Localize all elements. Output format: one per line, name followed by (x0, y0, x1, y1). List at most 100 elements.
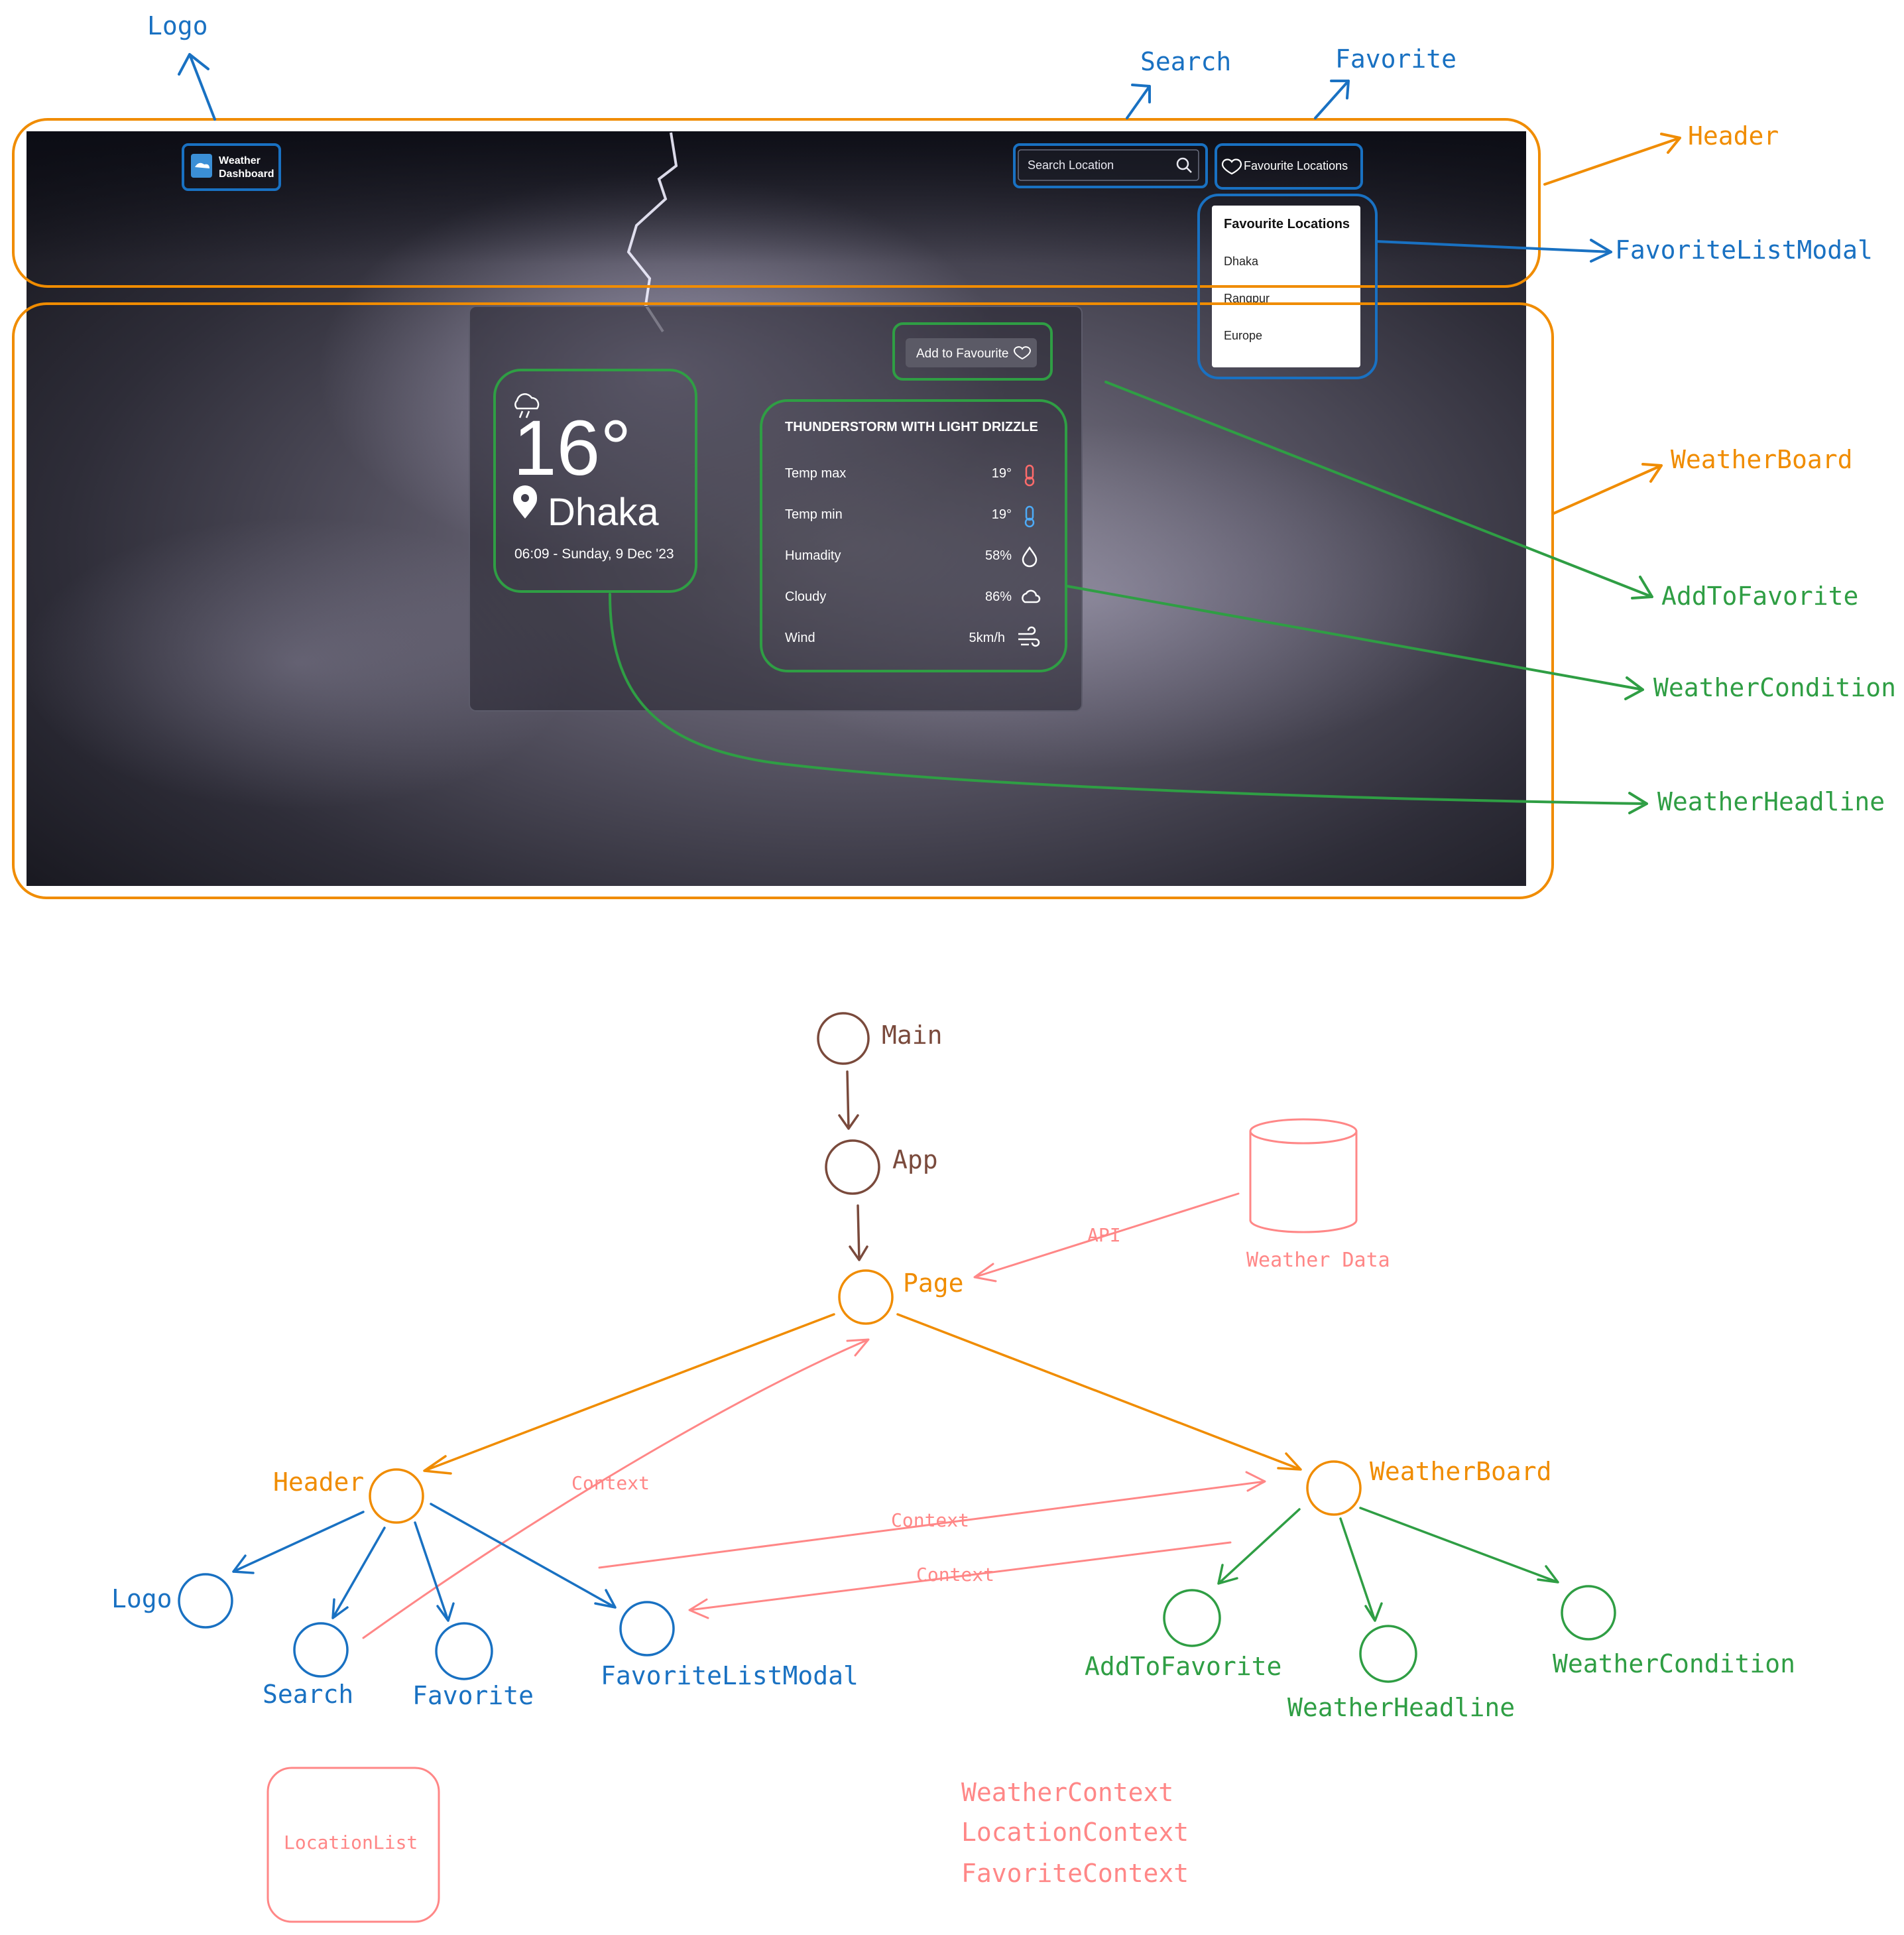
condition-label: Temp min (785, 507, 843, 522)
label-context-1: Context (571, 1472, 650, 1494)
label-weatherboard: WeatherBoard (1370, 1457, 1552, 1486)
location-list-box (267, 1767, 440, 1923)
favourites-item[interactable]: Europe (1224, 329, 1262, 342)
node-favorite-list-modal (619, 1601, 675, 1656)
edge-context-modal-weatherboard (598, 1471, 1266, 1569)
search-input[interactable] (1018, 149, 1199, 181)
weatherboard-arrow (1553, 463, 1663, 515)
component-tree: Main App Page Weather Data API Header We… (111, 1012, 1795, 1923)
favourites-button-label[interactable]: Favourite Locations (1244, 159, 1348, 172)
lightning-bolt (626, 132, 678, 333)
label-favorite: Favorite (412, 1681, 534, 1710)
favourites-item[interactable]: Rangpur (1224, 292, 1270, 305)
favourites-dropdown-title: Favourite Locations (1224, 217, 1350, 231)
thermometer-hot-icon (1025, 464, 1034, 480)
weather-condition-box (760, 399, 1067, 672)
heart-icon (1013, 346, 1032, 360)
header-region-box (12, 118, 1541, 288)
favorite-list-modal-arrow (1375, 239, 1612, 263)
condition-value: 19° (992, 507, 1012, 522)
annotation-weatherboard: WeatherBoard (1671, 445, 1853, 474)
annotation-weather-headline: WeatherHeadline (1657, 787, 1885, 816)
edge-header-modal (430, 1503, 617, 1609)
context-list-item: WeatherContext (961, 1778, 1173, 1807)
label-weather-headline: WeatherHeadline (1287, 1693, 1515, 1722)
context-list-item: FavoriteContext (961, 1859, 1189, 1888)
wind-icon (1018, 626, 1040, 647)
edge-header-logo (232, 1511, 365, 1574)
condition-value: 19° (992, 466, 1012, 481)
search-icon[interactable] (1176, 157, 1189, 170)
thermometer-cold-icon (1025, 505, 1034, 521)
add-to-favourite-button[interactable] (906, 338, 1037, 367)
condition-rows: Temp max 19° Temp min 19° Humadity 58% C… (785, 464, 1041, 647)
weather-icon (525, 410, 530, 418)
node-weatherboard (1306, 1460, 1362, 1516)
annotation-search: Search (1140, 47, 1231, 76)
condition-value: 86% (985, 590, 1012, 604)
label-weather-condition: WeatherCondition (1553, 1649, 1795, 1678)
condition-value: 5km/h (969, 631, 1005, 645)
annotation-weather-condition: WeatherCondition (1653, 673, 1896, 702)
annotation-logo: Logo (147, 11, 208, 40)
label-logo: Logo (111, 1584, 172, 1613)
weather-icon (518, 410, 524, 418)
node-weather-headline (1359, 1625, 1417, 1683)
add-to-favorite-box (892, 322, 1053, 381)
edge-weatherboard-add-to-favorite (1217, 1508, 1301, 1585)
cloud-icon (1022, 590, 1041, 603)
node-favorite (435, 1622, 493, 1680)
logo-arrow (178, 53, 216, 121)
edge-weatherboard-headline (1339, 1517, 1383, 1622)
label-api: API (1087, 1224, 1121, 1246)
add-to-favourite-label: Add to Favourite (916, 347, 1008, 361)
temperature: 16° (513, 405, 631, 492)
weatherboard-region-box (12, 302, 1554, 899)
header-arrow (1543, 133, 1681, 186)
favorite-arrow (1314, 80, 1350, 119)
heart-icon (1221, 158, 1242, 175)
condition-title: THUNDERSTORM WITH LIGHT DRIZZLE (785, 420, 1038, 434)
annotation-favorite-list-modal: FavoriteListModal (1615, 235, 1873, 265)
thermometer-hot-icon (1024, 476, 1035, 487)
database-icon (1249, 1118, 1358, 1233)
label-main: Main (882, 1021, 943, 1050)
edge-page-weatherboard (896, 1313, 1302, 1471)
context-list-item: LocationContext (961, 1818, 1189, 1847)
node-header (369, 1468, 424, 1524)
thermometer-cold-icon (1024, 517, 1035, 528)
droplet-icon (1022, 546, 1038, 568)
annotation-favorite: Favorite (1335, 44, 1457, 74)
date-time: 06:09 - Sunday, 9 Dec '23 (514, 546, 674, 562)
label-location-list: LocationList (284, 1832, 418, 1853)
edge-weatherboard-condition (1359, 1507, 1559, 1584)
logo-box (182, 143, 281, 191)
node-app (825, 1139, 880, 1195)
weather-condition-arrow (1066, 585, 1644, 700)
logo-text-line1: Weather (219, 155, 261, 166)
edge-header-favorite (414, 1521, 455, 1622)
condition-label: Temp max (785, 466, 846, 481)
cloud-glow (20, 517, 577, 809)
label-search: Search (263, 1680, 353, 1709)
favorite-list-modal-box (1197, 194, 1378, 379)
label-favorite-list-modal: FavoriteListModal (601, 1661, 859, 1690)
location-name: Dhaka (548, 491, 659, 534)
favourites-item[interactable]: Dhaka (1224, 255, 1259, 268)
label-page: Page (903, 1269, 964, 1298)
search-arrow (1126, 84, 1151, 119)
condition-value: 58% (985, 548, 1012, 563)
edge-context-weatherboard-modal (688, 1541, 1232, 1619)
weather-icon (514, 393, 540, 410)
node-page (838, 1269, 894, 1325)
search-icon (1186, 167, 1192, 173)
node-logo (178, 1573, 233, 1629)
node-search (293, 1622, 349, 1678)
edge-page-header (423, 1313, 835, 1475)
node-main (817, 1012, 870, 1065)
condition-label: Humadity (785, 548, 841, 563)
edge-app-page (849, 1204, 868, 1261)
node-add-to-favorite (1163, 1589, 1221, 1647)
